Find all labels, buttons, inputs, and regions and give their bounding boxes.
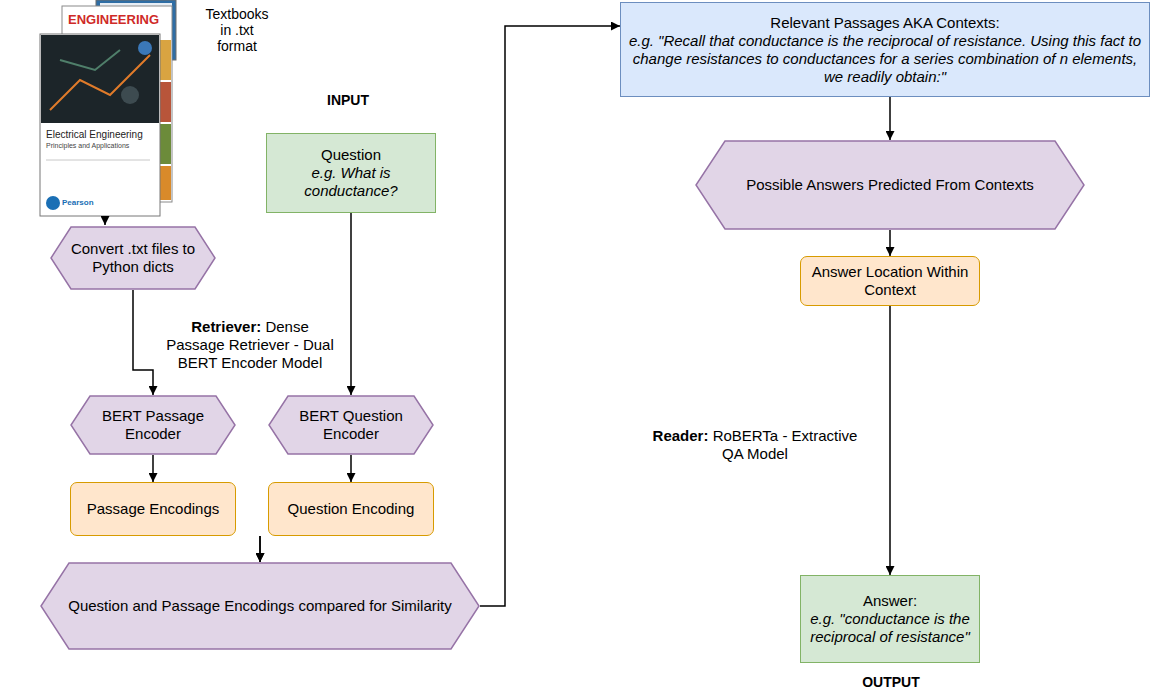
data-box: Question Encoding xyxy=(268,482,434,536)
text-block: Reader:RoBERTa - Extractive QA Model xyxy=(650,427,860,463)
context-box: Relevant Passages AKA Contexts:e.g. "Rec… xyxy=(620,2,1150,97)
text-block: Retriever:Dense Passage Retriever - Dual… xyxy=(160,318,340,372)
heading-text: Convert .txt files to Python dicts xyxy=(67,240,199,276)
hexagon-shape xyxy=(41,563,479,649)
retriever-region: Retriever:Dense Passage Retriever - Dual… xyxy=(12,310,600,696)
text-block: Passage Encodings xyxy=(78,500,228,518)
heading-text: Question and Passage Encodings compared … xyxy=(61,597,459,615)
flow-arrow xyxy=(889,230,891,256)
flow-arrow xyxy=(350,213,352,395)
hexagon-shape xyxy=(71,396,235,454)
hexagon-shape xyxy=(269,396,433,454)
source-arrow xyxy=(104,216,106,225)
text-block: Answer:e.g. "conductance is the reciproc… xyxy=(808,592,972,646)
hexagon-shape xyxy=(51,227,215,289)
section-label: OUTPUT xyxy=(846,674,936,690)
heading-text: Question Encoding xyxy=(276,500,426,518)
heading-text: BERT Passage Encoder xyxy=(86,407,220,443)
data-box: Passage Encodings xyxy=(70,482,236,536)
text-block: Questione.g. What is conductance? xyxy=(274,146,428,200)
text-block: Possible Answers Predicted From Contexts xyxy=(716,176,1064,194)
flow-arrow xyxy=(152,455,154,482)
data-box: Answer Location Within Context xyxy=(800,256,980,306)
section-label: INPUT xyxy=(306,92,390,108)
process-hexagon: Possible Answers Predicted From Contexts xyxy=(695,140,1085,230)
flow-arrow xyxy=(133,290,153,395)
book-subtitle: Principles and Applications xyxy=(46,142,129,150)
text-block: BERT Passage Encoder xyxy=(86,407,220,443)
process-hexagon: BERT Question Encoder xyxy=(268,395,434,455)
hexagon-shape xyxy=(696,141,1084,229)
front-book xyxy=(40,34,160,216)
flow-arrow xyxy=(259,536,261,562)
process-hexagon: Convert .txt files to Python dicts xyxy=(50,226,216,290)
heading-text: Answer: xyxy=(808,592,972,610)
text-block: Answer Location Within Context xyxy=(808,263,972,299)
heading-text: BERT Question Encoder xyxy=(284,407,418,443)
heading-text: Possible Answers Predicted From Contexts xyxy=(716,176,1064,194)
heading-text: Retriever: xyxy=(191,318,261,335)
heading-text: Question xyxy=(274,146,428,164)
heading-text: Passage Encodings xyxy=(78,500,228,518)
text-block: Question and Passage Encodings compared … xyxy=(61,597,459,615)
reader-region: Reader:RoBERTa - Extractive QA Model Poss… xyxy=(620,122,1158,548)
text-block: Convert .txt files to Python dicts xyxy=(67,240,199,276)
publisher-logo-text: Pearson xyxy=(62,198,94,207)
body-text: e.g. "conductance is the reciprocal of r… xyxy=(808,610,972,646)
body-text: RoBERTa - Extractive QA Model xyxy=(713,427,858,462)
flow-arrow xyxy=(480,26,620,606)
text-block: BERT Question Encoder xyxy=(284,407,418,443)
body-text: e.g. What is conductance? xyxy=(274,164,428,200)
text-block: Question Encoding xyxy=(276,500,426,518)
output-box: Answer:e.g. "conductance is the reciproc… xyxy=(800,575,980,663)
process-hexagon: BERT Passage Encoder xyxy=(70,395,236,455)
book-title: Electrical Engineering xyxy=(46,129,143,141)
heading-text: Relevant Passages AKA Contexts: xyxy=(628,14,1142,32)
text-block: Relevant Passages AKA Contexts:e.g. "Rec… xyxy=(628,14,1142,86)
heading-text: Answer Location Within Context xyxy=(808,263,972,299)
heading-text: Reader: xyxy=(653,427,709,444)
book-title: ENGINEERING xyxy=(68,13,159,28)
flow-arrow xyxy=(889,97,891,140)
body-text: e.g. "Recall that conductance is the rec… xyxy=(628,32,1142,86)
flow-arrow xyxy=(350,455,352,482)
flow-arrow xyxy=(889,306,891,575)
source-note: Textbooks in .txt format xyxy=(200,6,274,54)
process-hexagon: Question and Passage Encodings compared … xyxy=(40,562,480,650)
flow-arrow xyxy=(259,536,261,562)
input-box: Questione.g. What is conductance? xyxy=(266,133,436,213)
